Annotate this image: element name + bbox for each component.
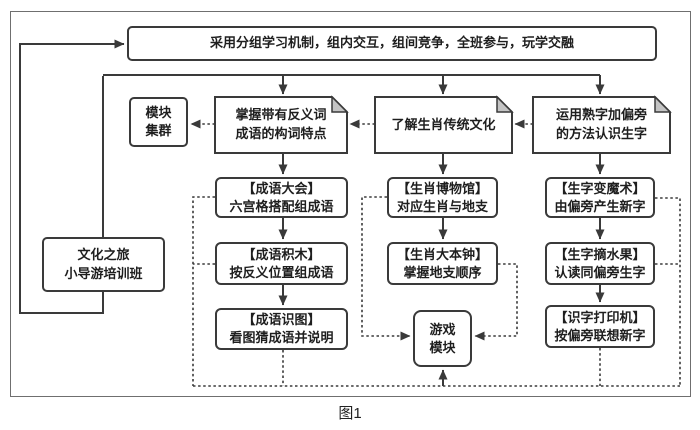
objective-shengxiao-text: 了解生肖传统文化 <box>375 97 512 153</box>
culture-class-line1: 文化之旅 <box>77 247 130 263</box>
game-title: 【生肖博物馆】 <box>396 180 488 196</box>
module-cluster-line1: 模块 <box>145 104 172 120</box>
game-box-shengxiao-dabenzhong: 【生肖大本钟】 掌握地支顺序 <box>387 242 498 285</box>
game-title: 【成语识图】 <box>242 312 321 328</box>
module-cluster-line2: 集群 <box>145 123 172 138</box>
feedback-loop-arrow <box>19 39 125 314</box>
doc-shape-shengzi <box>532 96 671 154</box>
module-cluster-box: 模块 集群 <box>129 97 188 147</box>
fold-corner-shengxiao <box>496 95 514 113</box>
figure-border <box>10 11 691 397</box>
banner-box: 采用分组学习机制，组内交互，组间竞争，全班参与，玩学交融 <box>127 26 657 61</box>
game-desc: 看图猜成语并说明 <box>229 330 334 345</box>
game-box-shengzi-zhaishuiguo: 【生字摘水果】 认读同偏旁生字 <box>545 242 655 285</box>
fold-corner-chengyu <box>331 95 349 113</box>
game-box-shengzi-bianmoshu: 【生字变魔术】 由偏旁产生新字 <box>545 177 655 218</box>
game-title: 【成语积木】 <box>242 246 321 262</box>
game-title: 【生字摘水果】 <box>554 246 646 262</box>
objective-chengyu-text: 掌握带有反义词 成语的构词特点 <box>215 97 347 153</box>
game-module-line2: 模块 <box>429 339 456 355</box>
game-module-box: 游戏 模块 <box>413 310 472 367</box>
figure-caption: 图1 <box>338 405 362 422</box>
game-title: 【生肖大本钟】 <box>396 246 488 262</box>
game-title: 【生字变魔术】 <box>554 180 646 196</box>
fold-corner-shengzi <box>654 95 672 113</box>
game-desc: 由偏旁产生新字 <box>554 198 646 214</box>
objective-shengxiao-line1: 了解生肖传统文化 <box>391 116 496 132</box>
doc-shape-shengxiao <box>374 96 513 154</box>
game-box-shengzi-dayinji: 【识字打印机】 按偏旁联想新字 <box>545 305 655 348</box>
game-desc: 认读同偏旁生字 <box>554 264 646 280</box>
game-desc: 按反义位置组成语 <box>229 264 334 280</box>
game-box-chengyu-shitu: 【成语识图】 看图猜成语并说明 <box>215 308 348 350</box>
game-title: 【成语大会】 <box>242 180 321 196</box>
game-box-shengxiao-bowuguan: 【生肖博物馆】 对应生肖与地支 <box>387 177 498 218</box>
game-box-chengyu-dahui: 【成语大会】 六宫格搭配组成语 <box>215 177 348 218</box>
objective-shengzi-line1: 运用熟字加偏旁 <box>555 107 647 123</box>
culture-class-box: 文化之旅 小导游培训班 <box>42 237 165 292</box>
game-desc: 按偏旁联想新字 <box>554 327 646 343</box>
objective-chengyu-line1: 掌握带有反义词 <box>235 107 327 123</box>
game-desc: 六宫格搭配组成语 <box>229 198 334 214</box>
objective-shengzi-line2: 的方法认识生字 <box>555 126 647 141</box>
game-module-line1: 游戏 <box>429 321 456 337</box>
dashed-arrow-museum-to-game-module <box>361 196 411 341</box>
banner-text: 采用分组学习机制，组内交互，组间竞争，全班参与，玩学交融 <box>209 35 574 51</box>
game-title: 【识字打印机】 <box>554 309 646 325</box>
doc-shape-chengyu <box>214 96 348 154</box>
game-desc: 对应生肖与地支 <box>396 198 488 214</box>
objective-shengzi-text: 运用熟字加偏旁 的方法认识生字 <box>533 97 670 153</box>
dashed-bus-right <box>655 197 681 386</box>
game-desc: 掌握地支顺序 <box>403 264 482 280</box>
game-box-chengyu-jimu: 【成语积木】 按反义位置组成语 <box>215 242 348 285</box>
culture-class-line2: 小导游培训班 <box>64 265 143 281</box>
objective-chengyu-line2: 成语的构词特点 <box>235 126 327 141</box>
dashed-bus-left <box>192 196 215 386</box>
